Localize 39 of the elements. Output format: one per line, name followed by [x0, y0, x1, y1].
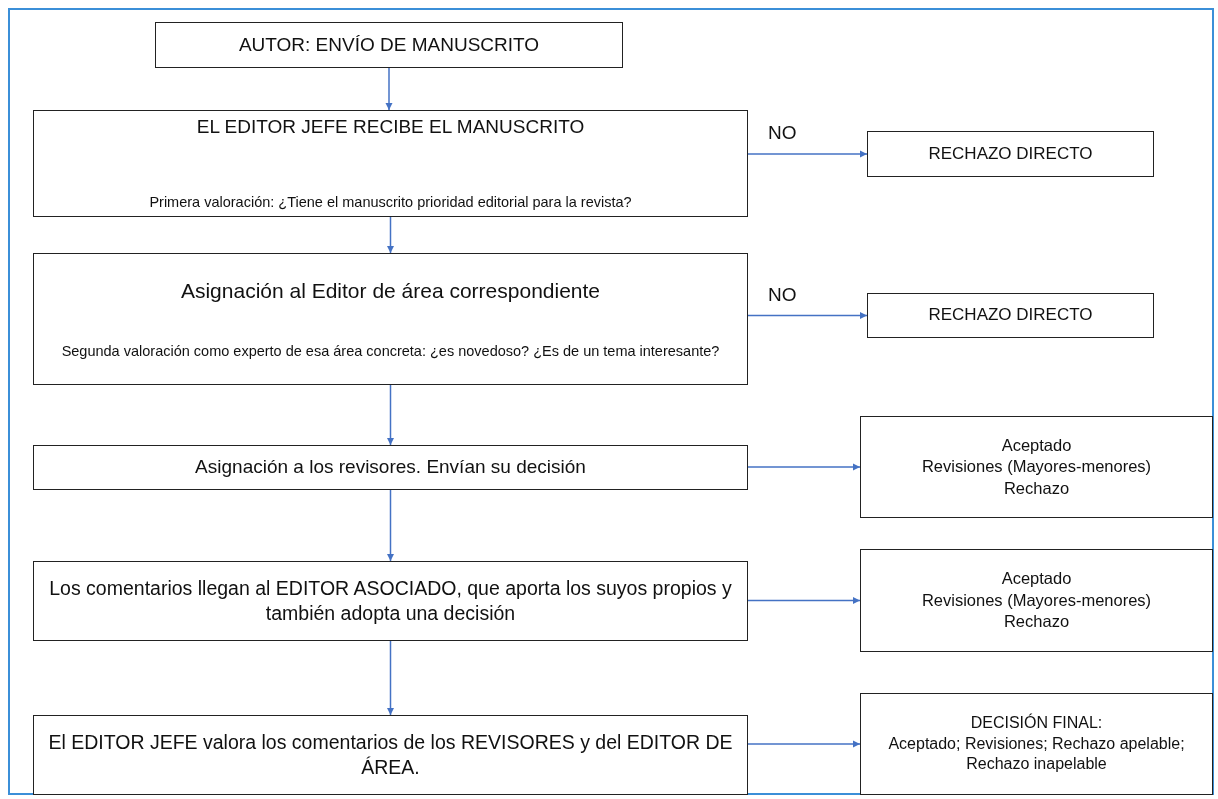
box-text: Aceptado: [1001, 434, 1072, 456]
process-box: [33, 561, 748, 641]
box-text: RECHAZO DIRECTO: [928, 142, 1093, 165]
box-text: Aceptado; Revisiones; Rechazo apelable; Rechazo inapelable: [887, 733, 1186, 775]
box-text: Asignación a los revisores. Envían su decisión: [195, 455, 586, 480]
box-text: Aceptado: [1001, 568, 1072, 590]
outcome-box: [860, 693, 1213, 795]
arrow: [747, 150, 868, 158]
outcome-box: [860, 416, 1213, 518]
outcome-box: [867, 293, 1154, 338]
process-box: [33, 715, 748, 795]
box-text: Segunda valoración como experto de esa área concreta: ¿es novedoso? ¿Es de un tema interesante?: [61, 342, 720, 361]
box-text: Primera valoración: ¿Tiene el manuscrito prioridad editorial para la revista?: [149, 193, 632, 212]
arrow: [747, 311, 868, 320]
box-text: AUTOR: ENVÍO DE MANUSCRITO: [238, 32, 540, 57]
box-text: RECHAZO DIRECTO: [928, 304, 1093, 327]
process-box: [155, 22, 623, 68]
outcome-box: [867, 131, 1154, 177]
arrow: [747, 596, 861, 605]
process-box: [33, 110, 748, 217]
arrow: [385, 67, 393, 111]
box-text: DECISIÓN FINAL:: [970, 712, 1103, 733]
arrow: [747, 463, 861, 471]
box-heading: Asignación al Editor de área correspondiente: [180, 277, 601, 304]
box-text: Rechazo: [1003, 477, 1070, 499]
box-heading: EL EDITOR JEFE RECIBE EL MANUSCRITO: [196, 115, 585, 139]
box-text: El EDITOR JEFE valora los comentarios de los REVISORES y del EDITOR DE ÁREA.: [47, 729, 734, 780]
box-text: Los comentarios llegan al EDITOR ASOCIADO, que aporta los suyos propios y también adopta una decisión: [48, 575, 733, 626]
arrow: [386, 216, 395, 254]
process-box: [33, 253, 748, 385]
arrow: [386, 489, 395, 562]
outcome-box: [860, 549, 1213, 652]
arrow: [747, 740, 861, 748]
box-text: Revisiones (Mayores-menores): [921, 456, 1152, 478]
process-box: [33, 445, 748, 490]
arrow: [386, 384, 395, 446]
box-text: Revisiones (Mayores-menores): [921, 589, 1152, 611]
arrow: [386, 640, 395, 716]
box-text: Rechazo: [1003, 611, 1070, 633]
